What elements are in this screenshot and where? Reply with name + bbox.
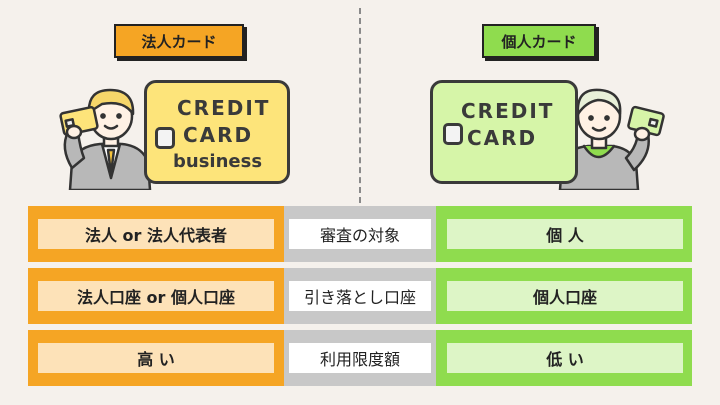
card-text-line1: CREDIT: [177, 96, 271, 120]
card-text-business: business: [173, 151, 263, 172]
card-text-line1: CREDIT: [461, 99, 555, 123]
personal-credit-card: CREDIT CARD: [430, 80, 578, 184]
center-divider: [359, 8, 361, 203]
row-corporate-value: 法人 or 法人代表者: [38, 219, 274, 249]
row-criterion-label: 利用限度額: [289, 343, 431, 373]
row-personal-value: 低 い: [447, 343, 683, 373]
casual-person-illustration: [558, 88, 665, 190]
card-chip-icon: [443, 123, 463, 145]
corporate-card-tag: 法人カード: [114, 24, 244, 58]
businessman-illustration: [59, 88, 152, 190]
row-criterion-label: 引き落とし口座: [289, 281, 431, 311]
card-text-line2: CARD: [467, 126, 538, 150]
row-criterion-label: 審査の対象: [289, 219, 431, 249]
row-corporate-value: 高 い: [38, 343, 274, 373]
corporate-credit-card: CREDIT CARD business: [144, 80, 290, 184]
card-chip-icon: [155, 127, 175, 149]
personal-card-tag: 個人カード: [482, 24, 596, 58]
row-corporate-value: 法人口座 or 個人口座: [38, 281, 274, 311]
card-text-line2: CARD: [183, 123, 254, 147]
row-personal-value: 個 人: [447, 219, 683, 249]
row-personal-value: 個人口座: [447, 281, 683, 311]
